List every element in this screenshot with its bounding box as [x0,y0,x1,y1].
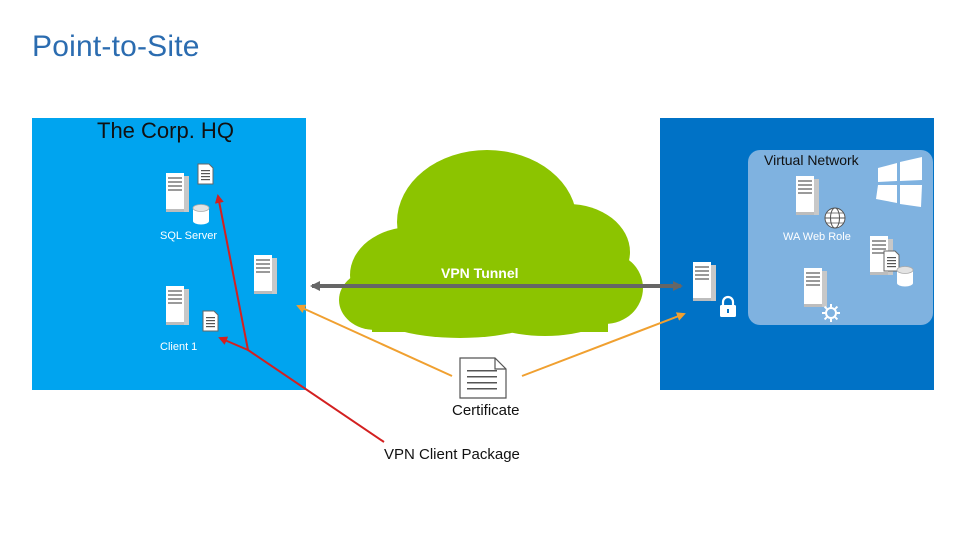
vnet-document-icon [883,250,900,272]
sql-server-label: SQL Server [160,230,218,242]
gateway-server-icon [254,255,277,294]
database-icon [192,204,210,225]
vpn-package-arrow-client [218,336,249,351]
virtual-network-title: Virtual Network [764,152,859,168]
lock-icon [720,295,736,317]
azure-gateway-server-icon [693,262,716,301]
certificate-label: Certificate [452,402,520,419]
globe-icon [824,207,846,229]
sql-document-icon [197,163,214,185]
sql-server-icon [166,173,189,212]
certificate-arrow-right [521,312,686,377]
vpn-tunnel-label: VPN Tunnel [441,265,519,281]
client-document-icon [202,310,219,332]
gear-icon [822,304,840,322]
client-server-icon [166,286,189,325]
web-role-label: WA Web Role [783,231,851,243]
vnet-database-icon [896,266,914,287]
vpn-package-label: VPN Client Package [384,446,520,463]
client-label: Client 1 [160,341,198,353]
corp-hq-title: The Corp. HQ [97,118,234,143]
certificate-arrow-left [296,304,453,377]
web-role-server-icon [796,176,819,215]
corp-hq-panel [32,118,306,390]
worker-server-icon [804,268,827,307]
windows-logo-icon [876,157,922,207]
certificate-icon [459,357,507,399]
cloud-shape [339,150,643,338]
page-title: Point-to-Site [32,30,200,63]
